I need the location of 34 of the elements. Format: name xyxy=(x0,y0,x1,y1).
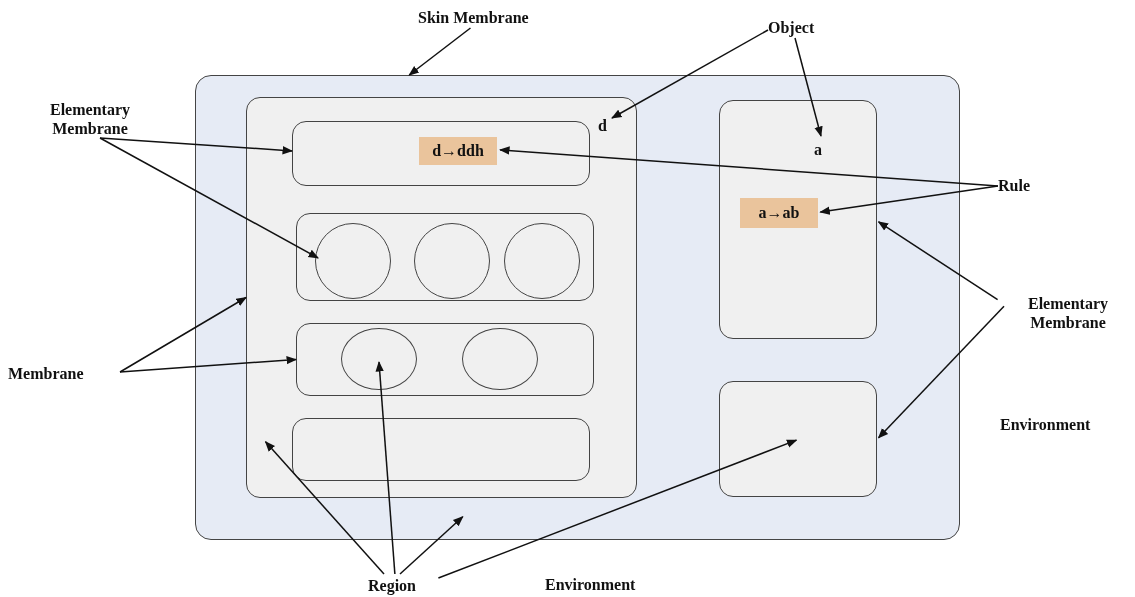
callout-label: Elementary Membrane xyxy=(1004,294,1132,332)
leader-arrow xyxy=(119,296,247,373)
membrane-box xyxy=(719,381,877,497)
callout-label: Elementary Membrane xyxy=(40,100,140,138)
callout-label: Object xyxy=(768,18,828,38)
leader-arrow xyxy=(375,361,396,575)
leader-arrow xyxy=(408,27,472,76)
membrane-box xyxy=(292,121,590,186)
callout-label: Region xyxy=(368,576,432,596)
object-text: a xyxy=(814,140,826,160)
membrane-box xyxy=(719,100,877,339)
leader-arrow xyxy=(399,516,464,575)
skin-membrane-box xyxy=(195,75,960,540)
leader-arrow xyxy=(877,305,1005,439)
environment-label: Environment xyxy=(545,576,636,594)
leader-arrow xyxy=(611,29,769,119)
leader-arrow xyxy=(264,441,385,575)
leader-arrow xyxy=(99,137,319,259)
leader-arrow xyxy=(119,356,298,373)
membrane-box xyxy=(292,418,590,481)
leader-arrow xyxy=(794,37,823,137)
membrane-box xyxy=(296,213,594,301)
environment-label: Environment xyxy=(1000,416,1091,434)
membrane-box xyxy=(246,97,637,498)
callout-label: Membrane xyxy=(8,364,120,384)
leader-arrow xyxy=(437,439,798,579)
callout-label: Skin Membrane xyxy=(418,8,546,28)
callout-label: Rule xyxy=(998,176,1038,196)
leader-arrow xyxy=(99,137,294,155)
leader-arrow xyxy=(499,146,999,187)
leader-arrow xyxy=(877,221,999,301)
object-text: d xyxy=(598,116,612,136)
membrane-box xyxy=(296,323,594,396)
leader-arrow xyxy=(819,185,999,215)
